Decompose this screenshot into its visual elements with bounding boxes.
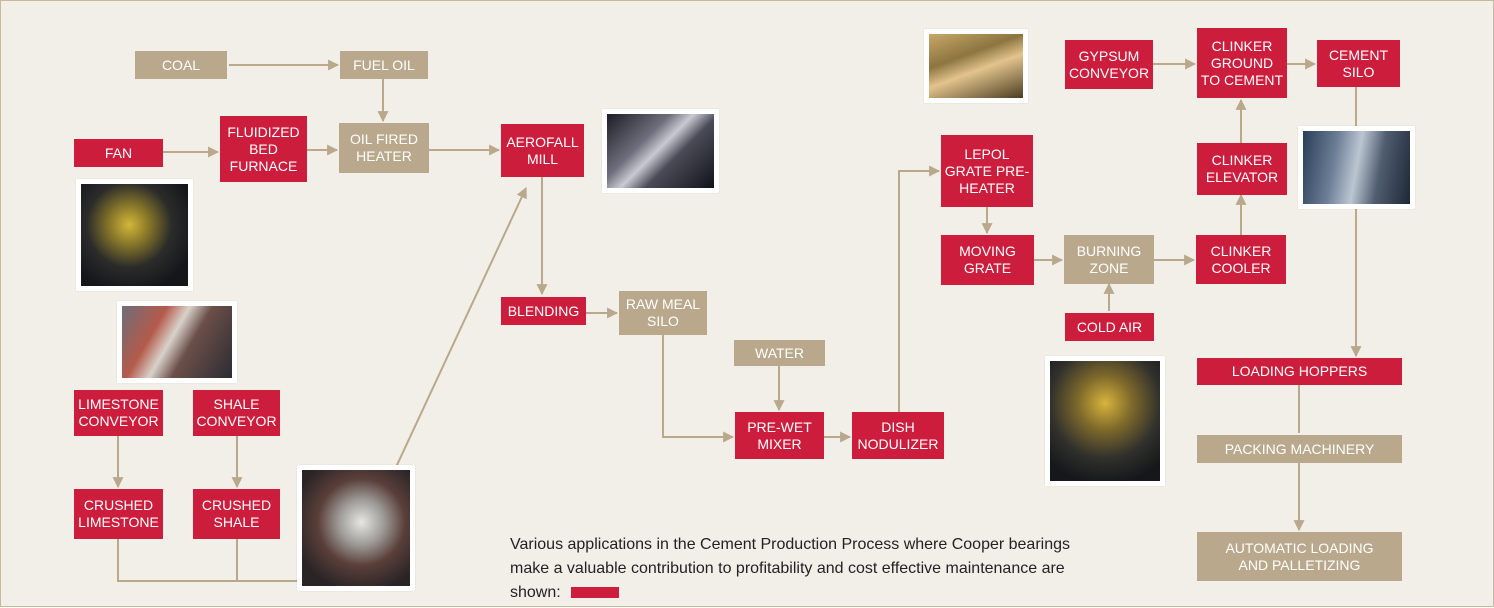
- node-oil-fired-heater: OIL FIRED HEATER: [339, 123, 429, 173]
- node-lepol-grate-pre-heater: LEPOL GRATE PRE-HEATER: [941, 135, 1033, 207]
- gear-photo: [297, 465, 415, 591]
- node-loading-hoppers: LOADING HOPPERS: [1197, 358, 1402, 385]
- conveyor-photo: [1298, 126, 1415, 209]
- node-pre-wet-mixer: PRE-WET MIXER: [735, 412, 824, 459]
- node-water: WATER: [734, 340, 825, 366]
- node-automatic-loading-palletizing: AUTOMATIC LOADING AND PALLETIZING: [1197, 532, 1402, 581]
- node-fan: FAN: [74, 139, 163, 167]
- node-blending: BLENDING: [501, 297, 586, 325]
- node-raw-meal-silo: RAW MEAL SILO: [619, 291, 707, 335]
- node-fluidized-bed-furnace: FLUIDIZED BED FURNACE: [220, 116, 307, 182]
- caption-text: Various applications in the Cement Produ…: [510, 536, 1071, 601]
- mill-photo: [602, 109, 719, 193]
- node-packing-machinery: PACKING MACHINERY: [1197, 435, 1402, 463]
- node-clinker-cooler: CLINKER COOLER: [1196, 235, 1286, 284]
- node-cold-air: COLD AIR: [1065, 313, 1154, 341]
- node-gypsum-conveyor: GYPSUM CONVEYOR: [1065, 40, 1153, 89]
- node-aerofall-mill: AEROFALL MILL: [501, 124, 584, 177]
- node-coal: COAL: [135, 51, 227, 79]
- node-clinker-elevator: CLINKER ELEVATOR: [1197, 143, 1287, 195]
- node-crushed-limestone: CRUSHED LIMESTONE: [74, 489, 163, 539]
- node-crushed-shale: CRUSHED SHALE: [193, 489, 280, 539]
- gypsum-photo: [924, 29, 1028, 103]
- node-cement-silo: CEMENT SILO: [1317, 40, 1400, 87]
- node-clinker-ground-to-cement: CLINKER GROUND TO CEMENT: [1197, 28, 1287, 98]
- legend-caption: Various applications in the Cement Produ…: [510, 533, 1100, 605]
- legend-swatch: [571, 587, 620, 599]
- node-limestone-conveyor: LIMESTONE CONVEYOR: [74, 390, 163, 436]
- node-fuel-oil: FUEL OIL: [340, 51, 428, 79]
- arrow-dish-lepol: [898, 165, 941, 412]
- node-moving-grate: MOVING GRATE: [941, 235, 1034, 285]
- motor-photo: [1045, 356, 1165, 486]
- node-shale-conveyor: SHALE CONVEYOR: [193, 390, 280, 436]
- fan-photo: [76, 179, 193, 291]
- arrow-rawmeal-prewet: [662, 335, 735, 443]
- node-dish-nodulizer: DISH NODULIZER: [852, 412, 944, 459]
- crusher-photo: [117, 301, 237, 383]
- node-burning-zone: BURNING ZONE: [1064, 235, 1154, 284]
